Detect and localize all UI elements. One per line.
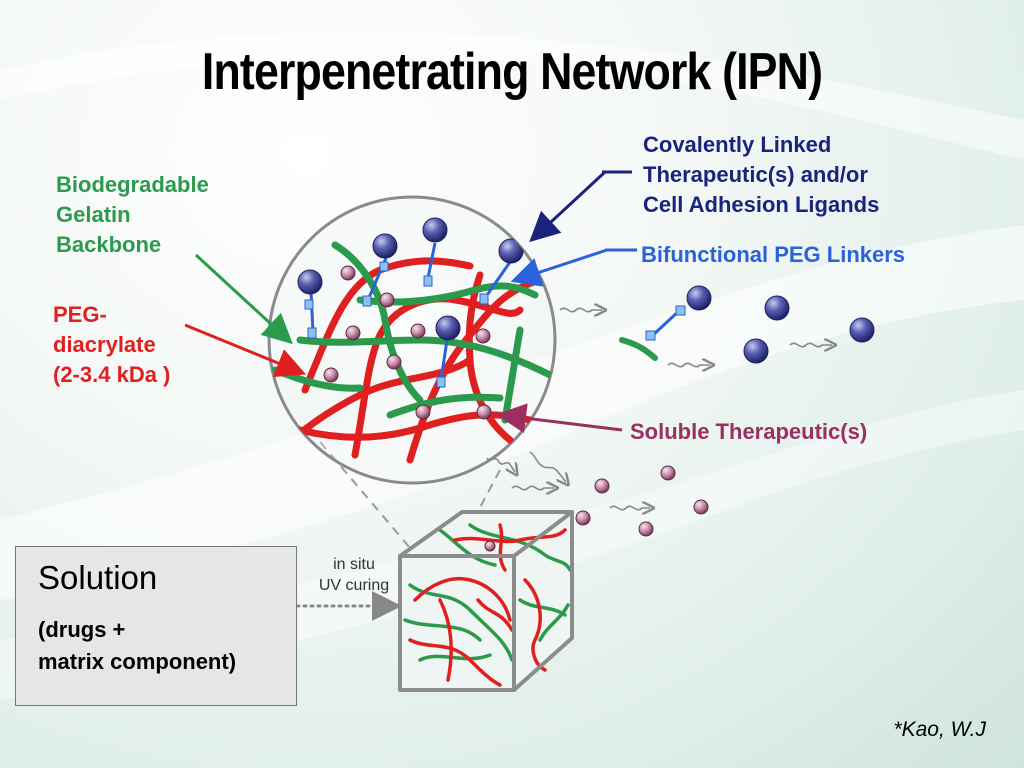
page-title: Interpenetrating Network (IPN) <box>201 43 823 101</box>
covalent-label-line-3: Cell Adhesion Ligands <box>643 192 880 217</box>
peg-diacrylate-label: PEG- diacrylate (2-3.4 kDa ) <box>53 300 170 390</box>
uv-label-line-2: UV curing <box>318 577 390 594</box>
covalent-label-line-1: Covalently Linked <box>643 132 832 157</box>
linkers-label: Bifunctional PEG Linkers <box>641 242 906 267</box>
uv-label-line-1: in situ <box>333 556 375 573</box>
peg-label-line-2: diacrylate <box>53 332 156 357</box>
peg-label-line-3: (2-3.4 kDa ) <box>53 362 171 387</box>
covalent-pointer-arrow-diag <box>529 170 607 243</box>
released-soluble-beads <box>575 465 709 537</box>
gelatin-label-line-2: Gelatin <box>56 202 131 227</box>
peg-pointer-arrow <box>184 323 307 378</box>
linked-therapeutic-beads <box>297 217 524 341</box>
covalent-label-line-2: Therapeutic(s) and/or <box>643 162 868 187</box>
linker-caps <box>304 261 489 388</box>
solution-line-1: (drugs + <box>38 617 126 642</box>
soluble-beads-in-network <box>323 265 492 420</box>
linkers-pointer-arrow <box>510 248 608 287</box>
covalent-label: Covalently Linked Therapeutic(s) and/or … <box>643 130 879 220</box>
gelatin-pointer-arrow <box>194 253 293 345</box>
uv-curing-label: in situ UV curing <box>306 554 402 596</box>
gelatin-label-line-1: Biodegradable <box>56 172 209 197</box>
gelatin-label: Biodegradable Gelatin Backbone <box>56 170 209 260</box>
solution-title: Solution <box>38 559 158 596</box>
peg-label-line-1: PEG- <box>53 302 107 327</box>
diffusion-arrows <box>486 308 832 509</box>
solution-line-2: matrix component) <box>38 649 237 674</box>
soluble-label: Soluble Therapeutic(s) <box>630 419 868 444</box>
magnified-network-circle <box>267 195 557 485</box>
soluble-pointer-arrow <box>496 403 623 434</box>
citation: *Kao, W.J <box>893 718 986 741</box>
hydrogel-cube <box>398 510 574 692</box>
released-linked-therapeutics <box>619 285 875 364</box>
gelatin-label-line-3: Backbone <box>56 232 162 257</box>
solution-box: Solution (drugs + matrix component) <box>15 546 297 706</box>
